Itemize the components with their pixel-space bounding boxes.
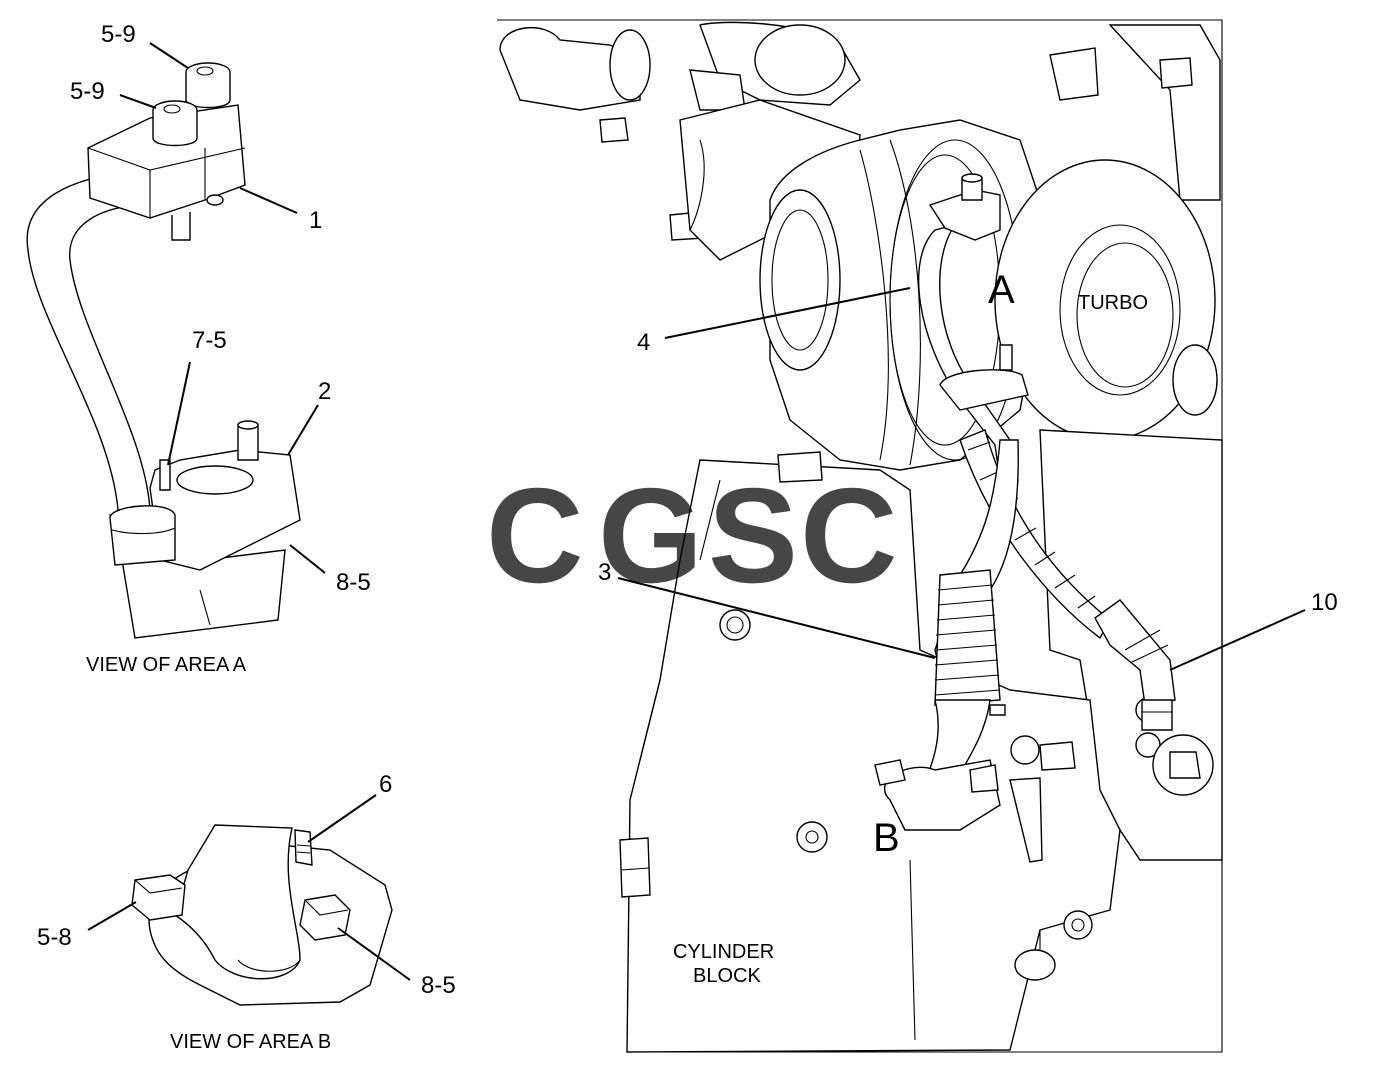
label-item-10: 10 [1311, 589, 1338, 616]
label-8-5-a: 8-5 [336, 569, 371, 596]
caption-view-a: VIEW OF AREA A [86, 654, 247, 676]
area-a-marker: A [988, 268, 1015, 312]
cylinder-block-label-line2: BLOCK [693, 965, 761, 987]
turbo-label: TURBO [1078, 292, 1148, 314]
caption-view-b: VIEW OF AREA B [170, 1031, 331, 1053]
watermark-letter-4: C [800, 460, 898, 611]
label-5-8: 5-8 [37, 924, 72, 951]
view-of-area-b: 6 5-8 8-5 VIEW OF AREA B [37, 771, 456, 1053]
area-b-marker: B [873, 816, 900, 860]
label-item-3: 3 [598, 559, 611, 586]
view-of-area-a: 5-9 5-9 1 7-5 2 8-5 VIEW OF AREA A [26, 21, 371, 676]
label-5-9-mid: 5-9 [70, 78, 105, 105]
label-5-9-top: 5-9 [101, 21, 136, 48]
label-item-4: 4 [637, 329, 650, 356]
tube-elbow-b [174, 824, 301, 980]
oil-tube-a [26, 169, 151, 511]
label-item-6: 6 [379, 771, 392, 798]
cylinder-block-label-line1: CYLINDER [673, 941, 774, 963]
label-item-2: 2 [318, 378, 331, 405]
watermark-letter-3: S [708, 460, 798, 611]
watermark-letter-2: G [598, 460, 703, 611]
main-engine-view: 4 3 10 A B TURBO CYLINDER BLOCK [497, 19, 1338, 1053]
watermark-logo: C G S C [486, 460, 898, 611]
watermark-letter-1: C [486, 460, 584, 611]
label-item-1: 1 [309, 207, 322, 234]
label-8-5-b: 8-5 [421, 972, 456, 999]
label-7-5: 7-5 [192, 327, 227, 354]
